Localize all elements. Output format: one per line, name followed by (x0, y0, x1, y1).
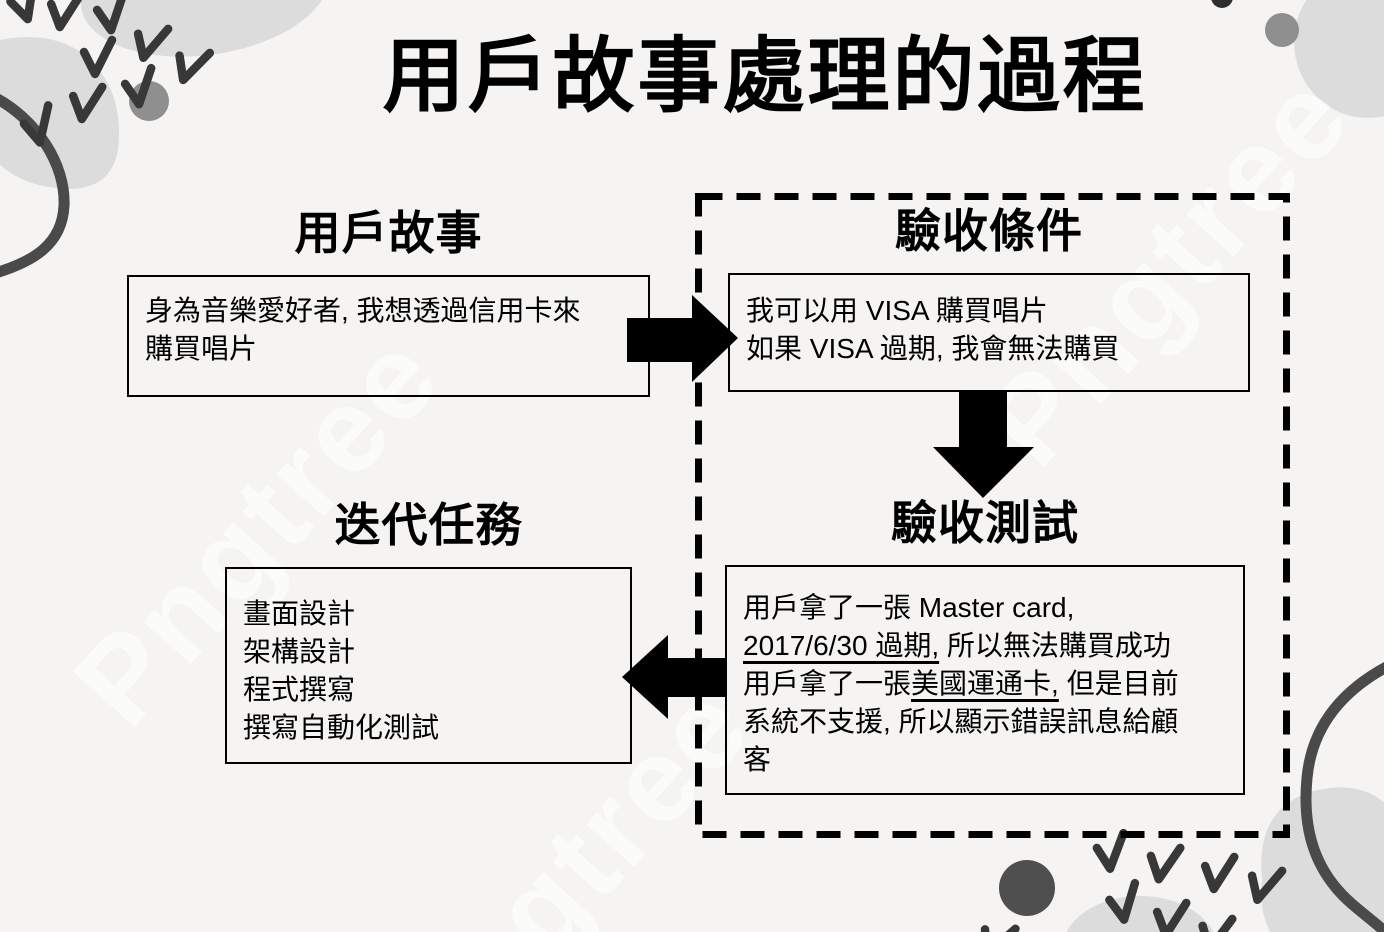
checkmark-cluster-bottom (980, 828, 1287, 932)
text-segment: 用戶拿了一張 (743, 668, 912, 699)
text-segment: 撰寫自動化測試 (243, 712, 440, 743)
checkmark-icon (68, 82, 107, 124)
blob-shape (1066, 896, 1214, 932)
checkmark-icon (1146, 843, 1185, 884)
box-iteration-tasks: 畫面設計架構設計程式撰寫撰寫自動化測試 (225, 567, 632, 764)
checkmark-icon (46, 0, 85, 32)
box-user-story: 身為音樂愛好者, 我想透過信用卡來購買唱片 (127, 275, 650, 397)
text-segment: 但是目前 (1058, 668, 1179, 699)
checkmark-icon (980, 924, 1020, 932)
checkmark-icon (6, 0, 38, 24)
text-segment: 程式撰寫 (243, 674, 356, 705)
box-heading-iteration-tasks: 迭代任務 (334, 499, 523, 551)
box-acceptance-test: 用戶拿了一張 Master card, 2017/6/30 過期, 所以無法購買成… (725, 565, 1245, 795)
checkmark-icon (92, 0, 128, 35)
box-text-line: 如果 VISA 過期, 我會無法購買 (746, 330, 1232, 368)
box-text-line: 客 (743, 741, 1227, 779)
box-text-line: 畫面設計 (243, 595, 614, 633)
curve-line (1300, 662, 1384, 932)
text-segment: 架構設計 (243, 636, 356, 667)
curve-line (0, 94, 70, 278)
box-text-line: 我可以用 VISA 購買唱片 (746, 292, 1232, 330)
text-segment: 如果 VISA 過期, 我會無法購買 (746, 333, 1120, 364)
box-heading-acceptance-criteria: 驗收條件 (895, 205, 1083, 257)
text-segment: 畫面設計 (243, 598, 356, 629)
text-segment: 所以無法購買成功 (939, 630, 1171, 661)
box-text-line: 2017/6/30 過期, 所以無法購買成功 (743, 627, 1227, 665)
box-text-line: 用戶拿了一張美國運通卡, 但是目前 (743, 665, 1227, 703)
checkmark-icon (1105, 878, 1140, 924)
box-text-line: 系統不支援, 所以顯示錯誤訊息給顧 (743, 703, 1227, 741)
blob-shape (1261, 787, 1384, 932)
blob-shape (999, 860, 1055, 916)
box-text-line: 撰寫自動化測試 (243, 709, 614, 747)
underlined-text-segment: 2017/6/30 過期, (743, 630, 940, 661)
box-text-line: 身為音樂愛好者, 我想透過信用卡來 (145, 292, 632, 330)
box-acceptance-criteria: 我可以用 VISA 購買唱片如果 VISA 過期, 我會無法購買 (728, 273, 1250, 392)
box-text-line: 架構設計 (243, 633, 614, 671)
box-heading-user-story: 用戶故事 (294, 207, 483, 259)
checkmark-icon (1247, 866, 1287, 905)
text-segment: 客 (743, 744, 772, 775)
checkmark-icon (1198, 914, 1237, 932)
checkmark-icon (1152, 898, 1191, 932)
checkmark-icon (79, 35, 117, 79)
box-text-line: 程式撰寫 (243, 671, 614, 709)
text-segment: 系統不支援, 所以顯示錯誤訊息給顧 (743, 706, 1179, 737)
text-segment: 用戶拿了一張 Master card, (743, 592, 1075, 623)
checkmark-icon (1092, 828, 1128, 873)
checkmark-icon (1200, 852, 1239, 894)
box-text-line: 用戶拿了一張 Master card, (743, 589, 1227, 627)
box-text-line: 購買唱片 (145, 330, 632, 368)
slide-title: 用戶故事處理的過程 (382, 31, 1148, 122)
underlined-text-segment: 美國運通卡, (911, 668, 1059, 699)
text-segment: 我可以用 VISA 購買唱片 (746, 295, 1048, 326)
text-segment: 購買唱片 (145, 333, 258, 364)
blob-shape (0, 37, 119, 189)
text-segment: 身為音樂愛好者, 我想透過信用卡來 (145, 295, 581, 326)
box-heading-acceptance-test: 驗收測試 (891, 497, 1079, 549)
checkmark-icon (19, 101, 53, 147)
blob-shape (1211, 0, 1233, 8)
